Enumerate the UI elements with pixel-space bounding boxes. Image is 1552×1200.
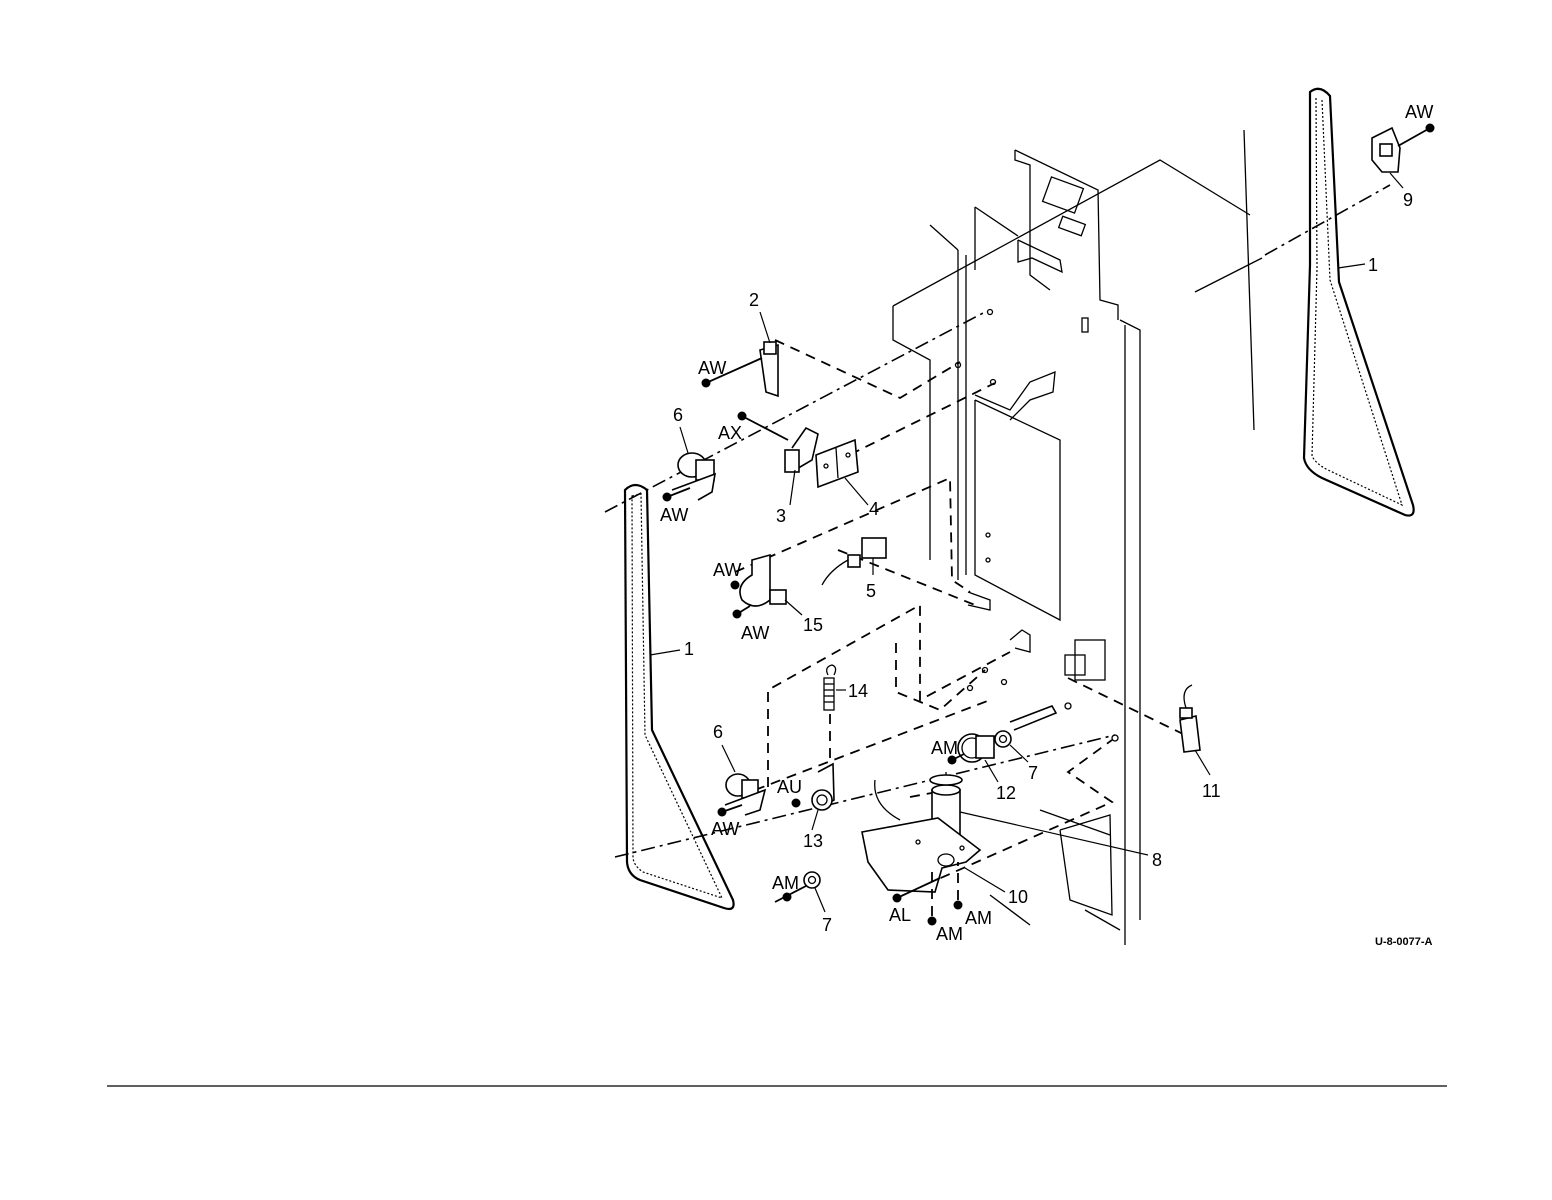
- gear-part-12: [958, 734, 998, 782]
- code-al-motor: AL: [889, 905, 911, 925]
- code-am-motor-b: AM: [965, 908, 992, 928]
- spring-part-14: [824, 665, 846, 710]
- clamp-part-9: [1372, 128, 1403, 188]
- callout-7-left: 7: [822, 915, 832, 935]
- callout-15: 15: [803, 615, 823, 635]
- callout-12: 12: [996, 783, 1016, 803]
- callout-11: 11: [1202, 781, 1221, 801]
- code-am-bearing: AM: [772, 873, 799, 893]
- figure-id: U-8-0077-A: [1375, 936, 1433, 948]
- sensor-part-5: [822, 538, 886, 585]
- callout-6-upper: 6: [673, 405, 683, 425]
- callout-6-lower: 6: [713, 722, 723, 742]
- code-au-tensioner: AU: [777, 777, 802, 797]
- center-lines: [605, 185, 1390, 857]
- code-aw-pulley-lower: AW: [711, 819, 739, 839]
- belt-left: [625, 485, 734, 909]
- callout-10: 10: [1008, 887, 1028, 907]
- code-aw-holder-top: AW: [713, 560, 741, 580]
- callout-3: 3: [776, 506, 786, 526]
- code-aw-top-right: AW: [1405, 102, 1433, 122]
- screw-am-motor-b: [954, 901, 963, 910]
- bearing-part-7-left: [804, 872, 825, 912]
- code-aw-holder-bottom: AW: [741, 623, 769, 643]
- code-am-motor-a: AM: [936, 924, 963, 944]
- callout-1-right: 1: [1368, 255, 1378, 275]
- callout-8: 8: [1152, 850, 1162, 870]
- plate-part-4: [816, 440, 868, 505]
- bracket-part-2: [760, 312, 778, 396]
- callout-14: 14: [848, 681, 868, 701]
- bearing-part-7-right: [995, 731, 1028, 762]
- sensor-part-11: [1180, 685, 1210, 775]
- switch-arm-part-3: [785, 428, 818, 505]
- callout-7-right: 7: [1028, 763, 1038, 783]
- code-am-gear: AM: [931, 738, 958, 758]
- screw-aw-holder-top: [731, 581, 740, 590]
- code-ax-switch: AX: [718, 423, 742, 443]
- tensioner-part-13: [812, 764, 834, 830]
- code-aw-bracket: AW: [698, 358, 726, 378]
- pulley-part-6-upper: [672, 427, 715, 500]
- screw-au-tensioner: [792, 799, 801, 808]
- callout-9: 9: [1403, 190, 1413, 210]
- code-aw-pulley-upper: AW: [660, 505, 688, 525]
- callout-2: 2: [749, 290, 759, 310]
- callout-4: 4: [869, 499, 879, 519]
- pulley-part-6-lower: [722, 745, 765, 815]
- screw-aw-top-right: [1426, 124, 1435, 133]
- callout-13: 13: [803, 831, 823, 851]
- callout-1-left: 1: [684, 639, 694, 659]
- callout-5: 5: [866, 581, 876, 601]
